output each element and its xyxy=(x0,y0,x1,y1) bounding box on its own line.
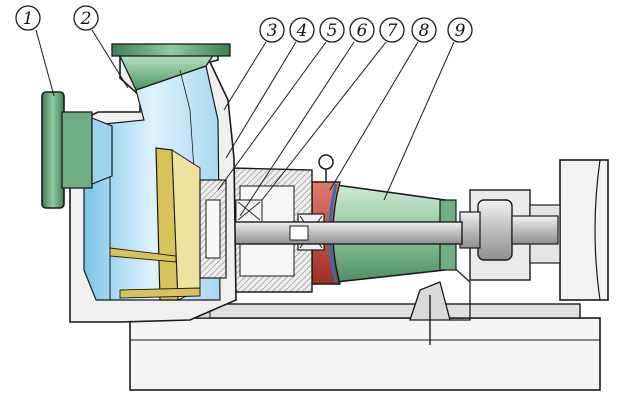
callout-9: 9 xyxy=(447,17,473,43)
callout-7-label: 7 xyxy=(387,21,398,41)
impeller xyxy=(109,147,201,301)
base-plate xyxy=(129,303,601,391)
callout-leaders xyxy=(35,29,455,217)
callout-6: 6 xyxy=(349,17,375,43)
callout-8: 8 xyxy=(411,17,437,43)
callout-1: 1 xyxy=(15,5,41,31)
bracket-foot xyxy=(409,254,471,345)
callout-6-label: 6 xyxy=(357,21,368,41)
callout-3-label: 3 xyxy=(267,21,278,41)
callout-7: 7 xyxy=(379,17,405,43)
shaft xyxy=(189,221,463,245)
callout-2: 2 xyxy=(73,5,99,31)
callout-9-label: 9 xyxy=(455,21,466,41)
callout-8-label: 8 xyxy=(419,21,430,41)
suction-flange xyxy=(41,91,113,209)
callout-1-label: 1 xyxy=(23,9,34,29)
callouts: 1 2 3 4 5 6 7 8 xyxy=(15,5,473,43)
callout-5-label: 5 xyxy=(327,21,338,41)
mechanical-seal xyxy=(199,179,227,279)
callout-4-label: 4 xyxy=(296,21,308,41)
callout-4: 4 xyxy=(289,17,315,43)
callout-5: 5 xyxy=(319,17,345,43)
callout-2-label: 2 xyxy=(80,9,92,29)
callout-3: 3 xyxy=(259,17,285,43)
